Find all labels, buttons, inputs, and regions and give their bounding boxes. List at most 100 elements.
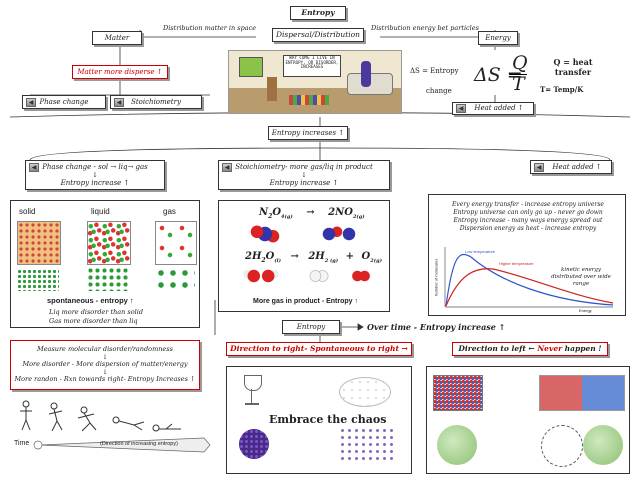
time-arrow	[33, 437, 211, 453]
nav-icon[interactable]: ◀	[222, 163, 232, 172]
r2-rhs2-sub: 2(g)	[370, 258, 382, 264]
entropy-time-box: Entropy	[282, 320, 340, 334]
entropy-increases-box: Entropy increases ↑	[268, 126, 348, 140]
energy-line-3: Entropy increase - many ways energy spre…	[453, 217, 603, 225]
stoichiometry-box: ◀ Stoichiometry	[110, 95, 202, 109]
window-image	[239, 57, 263, 77]
reaction-footer: More gas in product - Entropy ↑	[253, 298, 359, 305]
dist-energy-label: Distribution energy bet particles	[371, 24, 479, 32]
clutter-image	[289, 95, 329, 105]
phase-change-label: Phase change	[39, 97, 89, 106]
phase-change-detail-box: ◀ Phase change - sol → liq→ gas ↓ Entrop…	[25, 160, 165, 190]
green-sphere-image	[437, 425, 477, 465]
stick-figures	[20, 400, 181, 432]
time-label: Time	[14, 440, 30, 447]
r1-rhs: 2NO	[328, 207, 353, 218]
separated-gas-image	[539, 375, 625, 411]
energy-line-2: Entropy universe can only go up - never …	[453, 209, 603, 217]
q-label: Q = heat transfer	[553, 57, 593, 77]
nav-icon[interactable]: ◀	[456, 104, 466, 113]
measure-box: Measure molecular disorder/randomness ↓ …	[10, 340, 200, 390]
phase-panel: solid liquid gas spontaneous - entropy ↑…	[10, 200, 200, 328]
r1-mid: O	[272, 207, 282, 218]
entropy-time-label: Entropy	[296, 322, 326, 331]
measure-line-3: More randon - Rxn towards right- Entropy…	[14, 375, 196, 384]
wine-glass-image	[243, 375, 262, 409]
note-gas: Gas more disorder than liq	[49, 317, 138, 325]
dispersal-label: Dispersal/Distribution	[276, 29, 360, 39]
liquid-image	[87, 221, 131, 265]
water-molecules	[243, 267, 279, 285]
y-axis-label: Number of molecules	[433, 258, 439, 297]
page-title: Entropy	[301, 7, 335, 17]
r2-mid: O	[265, 251, 275, 262]
never-label: Never	[537, 343, 563, 353]
r2-rhs1-sub: 2 (g)	[324, 258, 339, 264]
t-label: T= Temp/K	[540, 85, 584, 94]
title-box: Entropy	[290, 6, 346, 20]
r2-rhs2: O	[361, 251, 371, 262]
stoich-detail-result: Entropy increase ↑	[269, 179, 339, 188]
change-label: change	[426, 87, 452, 95]
solid-lattice-image	[17, 221, 61, 265]
scattered-particles-image	[339, 427, 395, 461]
direction-right-box: Direction to right- Spontaneous to right…	[226, 342, 412, 356]
measure-line-2: More disorder - More dispersion of matte…	[22, 360, 188, 369]
heat-added-top-box: ◀ Heat added ↑	[452, 102, 534, 115]
nav-icon[interactable]: ◀	[26, 98, 36, 107]
low-temp-curve	[445, 253, 614, 307]
dist-matter-label: Distribution matter in space	[163, 24, 257, 32]
phase-detail-arrow: ↓	[92, 170, 98, 179]
r1-lhs: N	[259, 207, 269, 218]
room-sign: WAY COME I LIVE IN ENTROPY, OR DISORDER,…	[283, 55, 341, 77]
dispersal-box: Dispersal/Distribution	[272, 28, 364, 42]
gas-image	[155, 221, 197, 265]
heat-added-label: Heat added ↑	[552, 162, 602, 171]
entropy-increases-label: Entropy increases ↑	[271, 128, 345, 137]
direction-left-label: Direction to left ← Never happen !	[458, 343, 601, 354]
entropy-time-axis: Time (Direction of increasing entropy)	[14, 437, 212, 453]
green-sphere-2-image	[583, 425, 623, 465]
formula-num: Q	[512, 52, 528, 74]
distribution-graph	[444, 247, 614, 308]
nav-icon[interactable]: ◀	[29, 163, 39, 172]
r1-arrow: →	[306, 207, 315, 218]
direction-left-box: Direction to left ← Never happen !	[452, 342, 608, 356]
reaction-2: 2H2O(l) → 2H2 (g) + O2(g)	[245, 251, 382, 264]
heat-added-top-label: Heat added ↑	[474, 104, 524, 113]
energy-box: Energy	[478, 31, 518, 45]
reaction-panel: N2O4(g) → 2NO2(g) 2H2O(l) → 2H2 (g) + O2…	[218, 200, 390, 312]
oxygen-molecule	[349, 267, 373, 285]
hydrogen-molecules	[307, 267, 331, 285]
direction-left-pre: Direction to left ←	[458, 343, 538, 353]
phase-detail-label: Phase change - sol → liq→ gas	[42, 162, 148, 171]
matter-box: Matter	[92, 31, 142, 45]
gas-green	[155, 267, 195, 291]
r2-sub2: (l)	[274, 258, 281, 264]
r1-sub2: 4(g)	[281, 214, 293, 220]
messy-room-image: WAY COME I LIVE IN ENTROPY, OR DISORDER,…	[228, 50, 402, 114]
over-time-label: Over time - Entropy increase ↑	[367, 322, 506, 332]
embrace-label: Embrace the chaos	[269, 413, 387, 426]
formula-den: T	[512, 73, 525, 95]
no2-molecules	[319, 223, 359, 245]
n2o4-molecule	[245, 223, 285, 245]
r1-rhs-sub: 2(g)	[352, 214, 365, 220]
curve-high-label: Higher temperature	[499, 261, 534, 266]
energy-label: Energy	[485, 33, 511, 42]
stoich-detail-arrow: ↓	[301, 170, 307, 179]
phase-detail-result: Entropy increase ↑	[60, 179, 130, 188]
stoichiometry-label: Stoichiometry	[131, 97, 181, 106]
stoich-detail-label: Stoichiometry- more gas/liq in product	[235, 162, 373, 171]
note-liquid: Liq more disorder than solid	[49, 308, 143, 316]
reaction-1: N2O4(g) → 2NO2(g)	[259, 207, 365, 220]
person-image	[361, 61, 371, 87]
energy-line-4: Dispersion energy as heat - increase ent…	[459, 225, 597, 233]
matter-label: Matter	[104, 33, 130, 42]
stoich-detail-box: ◀ Stoichiometry- more gas/liq in product…	[218, 160, 390, 190]
nav-icon[interactable]: ◀	[534, 163, 544, 172]
energy-line-1: Every energy transfer - increase entropy…	[452, 201, 604, 208]
r2-lhs: 2H	[245, 251, 262, 262]
nav-icon[interactable]: ◀	[114, 98, 124, 107]
r2-rhs1: 2H	[308, 251, 325, 262]
